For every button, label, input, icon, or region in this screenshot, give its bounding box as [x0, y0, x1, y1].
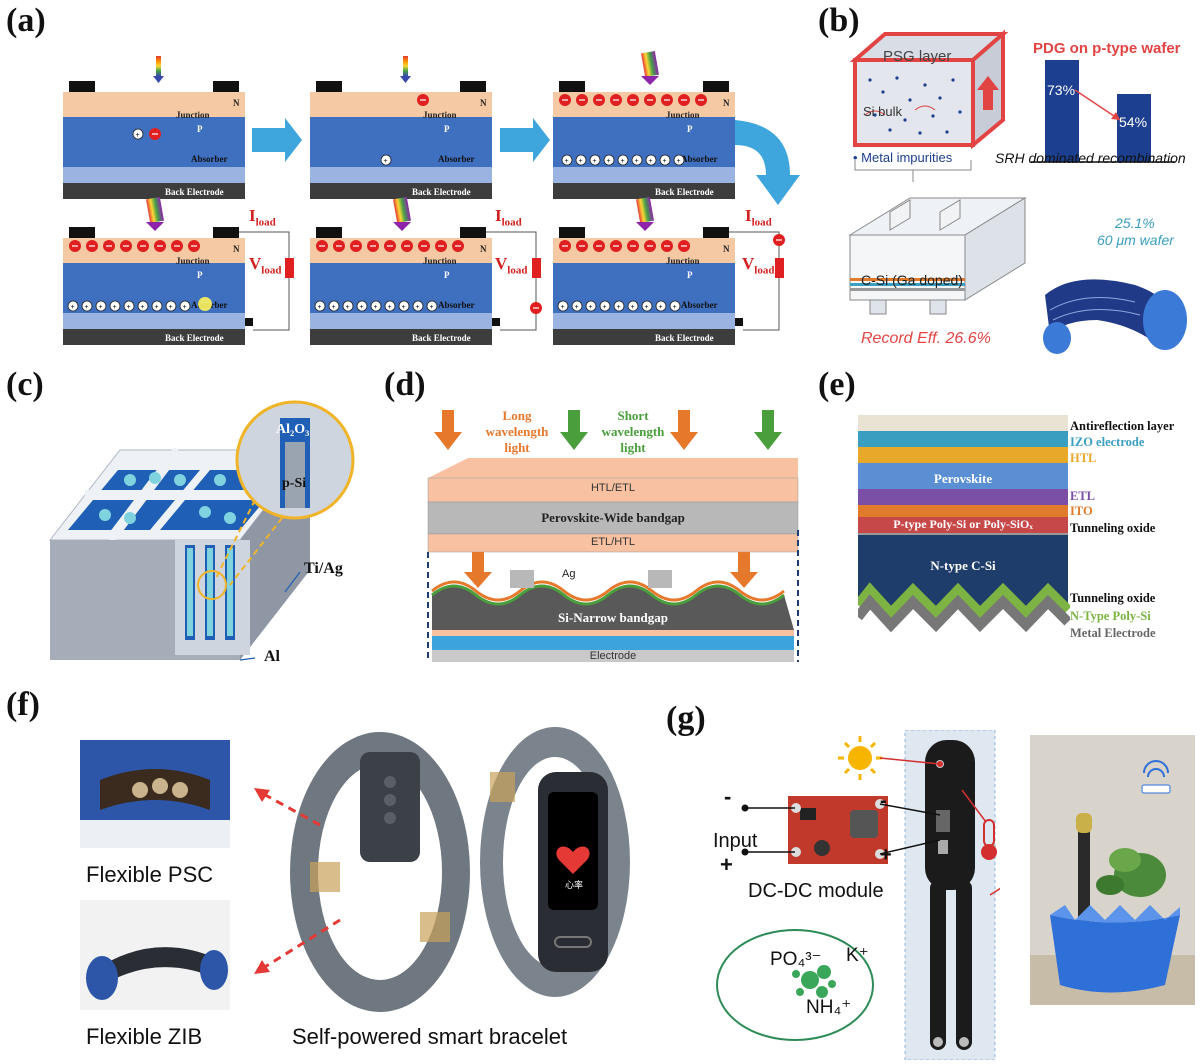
panel-label-b: (b)	[818, 2, 860, 39]
htl-label: HTL	[1070, 451, 1097, 465]
psg-layer-label: PSG layer	[883, 48, 952, 65]
etl-label: ETL	[1070, 489, 1096, 503]
si-narrow-layer: Si-Narrow bandgap	[558, 610, 668, 625]
v-load-label-3: Vload	[742, 254, 775, 277]
npoly-label: N-Type Poly-Si	[1070, 609, 1151, 623]
tunneling-oxide-label-2: Tunneling oxide	[1070, 591, 1156, 605]
ito-label: ITO	[1070, 504, 1093, 518]
metal-electrode-label: Metal Electrode	[1070, 626, 1156, 640]
tiag-label: Ti/Ag	[304, 560, 343, 577]
eff-251-label: 25.1%	[1115, 215, 1155, 231]
panel-label-e: (e)	[818, 366, 856, 403]
ptype-layer: P-type Poly-Si or Poly-SiOₓ	[893, 517, 1033, 531]
panel-label-g: (g)	[666, 700, 706, 737]
panel-e-stack	[858, 415, 1070, 633]
v-load-label-2: Vload	[495, 254, 528, 277]
panel-label-f: (f)	[6, 686, 40, 723]
srh-label: SRH dominated recombination	[995, 150, 1186, 166]
panel-label-c: (c)	[6, 366, 44, 403]
perovskite-layer: Perovskite	[933, 471, 993, 486]
flexible-zib-photo	[80, 900, 230, 1010]
flexible-psc-caption: Flexible PSC	[86, 862, 214, 887]
output-plus: +	[880, 844, 892, 866]
etl-htl-layer: ETL/HTL	[590, 536, 635, 548]
panel-a-diagram: N Junction P Absorber Back Electrode +	[63, 50, 800, 345]
bar-73-label: 73%	[1047, 82, 1076, 98]
panel-c-diagram	[48, 400, 355, 661]
ion-po4-label: PO₄³⁻	[770, 949, 822, 970]
panel-e: Perovskite P-type Poly-Si or Poly-SiOₓ N…	[858, 415, 1200, 665]
bracelet-screen-text: 心率	[564, 880, 583, 890]
smart-bracelet-photo: 心率	[270, 712, 650, 1012]
panel-g-diagram	[716, 730, 1000, 1060]
input-label: Input	[713, 830, 758, 852]
flexible-psc-photo	[80, 740, 230, 848]
bar-54	[1117, 94, 1151, 162]
panel-label-d: (d)	[384, 366, 426, 403]
output-minus: -	[880, 790, 887, 812]
panel-label-a: (a)	[6, 2, 46, 39]
csi-label: C-Si (Ga doped)	[861, 272, 963, 288]
izo-label: IZO electrode	[1070, 435, 1145, 449]
tunneling-oxide-label-1: Tunneling oxide	[1070, 521, 1156, 535]
i-load-label-3: Iload	[745, 206, 772, 229]
metal-impurities-label: • Metal impurities	[853, 150, 953, 165]
v-load-label-1: Vload	[249, 254, 282, 277]
ag-label: Ag	[562, 568, 576, 580]
bar-54-label: 54%	[1119, 114, 1148, 130]
perovskite-wide-layer: Perovskite-Wide bandgap	[541, 510, 685, 525]
panel-c: Al₂O₃ p-Si Ti/Ag Al	[20, 380, 380, 680]
panel-b-diagram	[848, 29, 1195, 360]
input-minus: -	[724, 784, 732, 809]
plant-pot-photo	[1030, 735, 1195, 1005]
wafer-60um-label: 60 μm wafer	[1097, 232, 1174, 248]
htl-etl-layer: HTL/ETL	[590, 482, 635, 494]
pdg-title: PDG on p-type wafer	[1033, 40, 1181, 57]
flexible-zib-caption: Flexible ZIB	[86, 1024, 203, 1049]
record-eff-label: Record Eff. 26.6%	[861, 330, 991, 347]
ion-nh4-label: NH₄⁺	[806, 997, 852, 1018]
panel-b: PSG layer Si bulk • Metal impurities PDG…	[835, 20, 1195, 360]
psi-label: p-Si	[282, 476, 307, 491]
si-bulk-label: Si bulk	[863, 104, 903, 119]
panel-d-diagram	[427, 410, 799, 662]
panel-f-dashed-arrows	[254, 788, 341, 974]
input-plus: +	[720, 852, 733, 877]
electrode-layer: Electrode	[589, 650, 637, 662]
bar-73	[1045, 60, 1079, 162]
dc-dc-module-label: DC-DC module	[748, 880, 884, 902]
i-load-label-1: Iload	[249, 206, 276, 229]
al2o3-label: Al₂O₃	[276, 422, 310, 437]
al-label: Al	[264, 648, 280, 665]
smart-bracelet-caption: Self-powered smart bracelet	[292, 1024, 568, 1049]
antireflection-label: Antireflection layer	[1070, 419, 1175, 433]
nc-si-layer: N-type C-Si	[930, 558, 996, 573]
ion-k-label: K⁺	[846, 945, 869, 966]
i-load-label-2: Iload	[495, 206, 522, 229]
